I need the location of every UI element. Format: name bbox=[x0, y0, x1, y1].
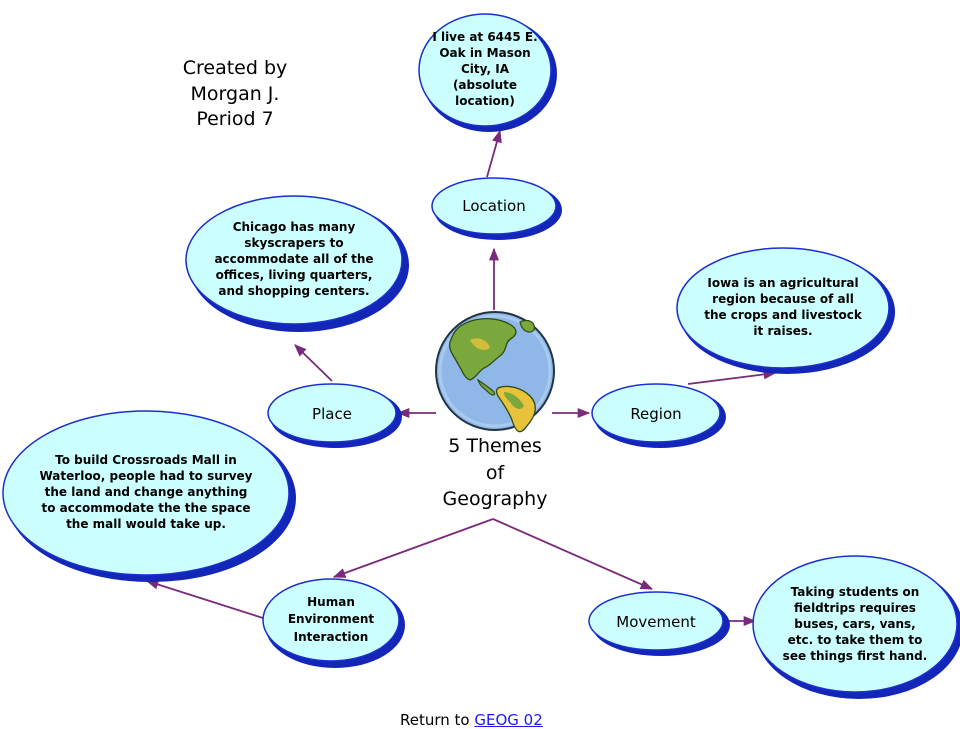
location-example-label: I live at 6445 E. Oak in Mason City, IA … bbox=[432, 30, 538, 108]
movement-example-text: Taking students on fieldtrips requires b… bbox=[762, 582, 948, 668]
region-node-bubble bbox=[591, 383, 721, 443]
movement-node-label: Movement bbox=[616, 612, 696, 631]
hei-example-label: To build Crossroads Mall in Waterloo, pe… bbox=[39, 453, 253, 531]
center-title: 5 Themes of Geography bbox=[442, 435, 548, 511]
location-example-bubble bbox=[418, 13, 552, 127]
hei-node: Human Environment Interaction bbox=[275, 590, 387, 650]
place-example-text: Chicago has many skyscrapers to accommod… bbox=[196, 204, 392, 316]
region-example-bubble bbox=[676, 247, 890, 369]
hei-example-bubble bbox=[2, 410, 290, 576]
location-node-label: Location bbox=[462, 196, 526, 215]
location-node-bubble bbox=[431, 177, 557, 235]
place-example-label: Chicago has many skyscrapers to accommod… bbox=[214, 220, 374, 298]
node-shapes bbox=[2, 13, 960, 699]
movement-example-bubble bbox=[752, 555, 958, 693]
location-example-text: I live at 6445 E. Oak in Mason City, IA … bbox=[425, 16, 545, 124]
connector-place-example bbox=[294, 344, 333, 382]
creator-note: Created by Morgan J. Period 7 bbox=[182, 57, 288, 131]
place-example-bubble bbox=[185, 195, 403, 325]
hei-example-text: To build Crossroads Mall in Waterloo, pe… bbox=[16, 440, 276, 546]
movement-example-label: Taking students on fieldtrips requires b… bbox=[782, 585, 928, 663]
hei-node-bubble bbox=[262, 578, 400, 662]
return-footer: Return to GEOG 02 bbox=[400, 711, 543, 729]
connector-hei-example bbox=[145, 579, 267, 620]
region-example-text: Iowa is an agricultural region because o… bbox=[685, 262, 881, 354]
region-example-label: Iowa is an agricultural region because o… bbox=[704, 276, 862, 338]
movement-node: Movement bbox=[596, 606, 716, 638]
hei-node-label: Human Environment Interaction bbox=[287, 594, 375, 644]
region-node-label: Region bbox=[630, 404, 682, 423]
connectors bbox=[145, 129, 777, 627]
region-node: Region bbox=[598, 398, 714, 430]
movement-node-bubble bbox=[588, 591, 724, 651]
location-node: Location bbox=[436, 190, 552, 222]
place-node-label: Place bbox=[312, 404, 352, 423]
connector-region-example bbox=[687, 369, 777, 385]
place-node: Place bbox=[274, 398, 390, 430]
connector-location-example bbox=[486, 129, 502, 178]
globe-icon bbox=[435, 311, 555, 433]
return-prefix: Return to bbox=[400, 711, 475, 729]
return-link[interactable]: GEOG 02 bbox=[474, 711, 543, 729]
connector-title-hei bbox=[332, 518, 494, 578]
connector-title-movement bbox=[492, 518, 654, 590]
place-node-bubble bbox=[267, 383, 397, 443]
